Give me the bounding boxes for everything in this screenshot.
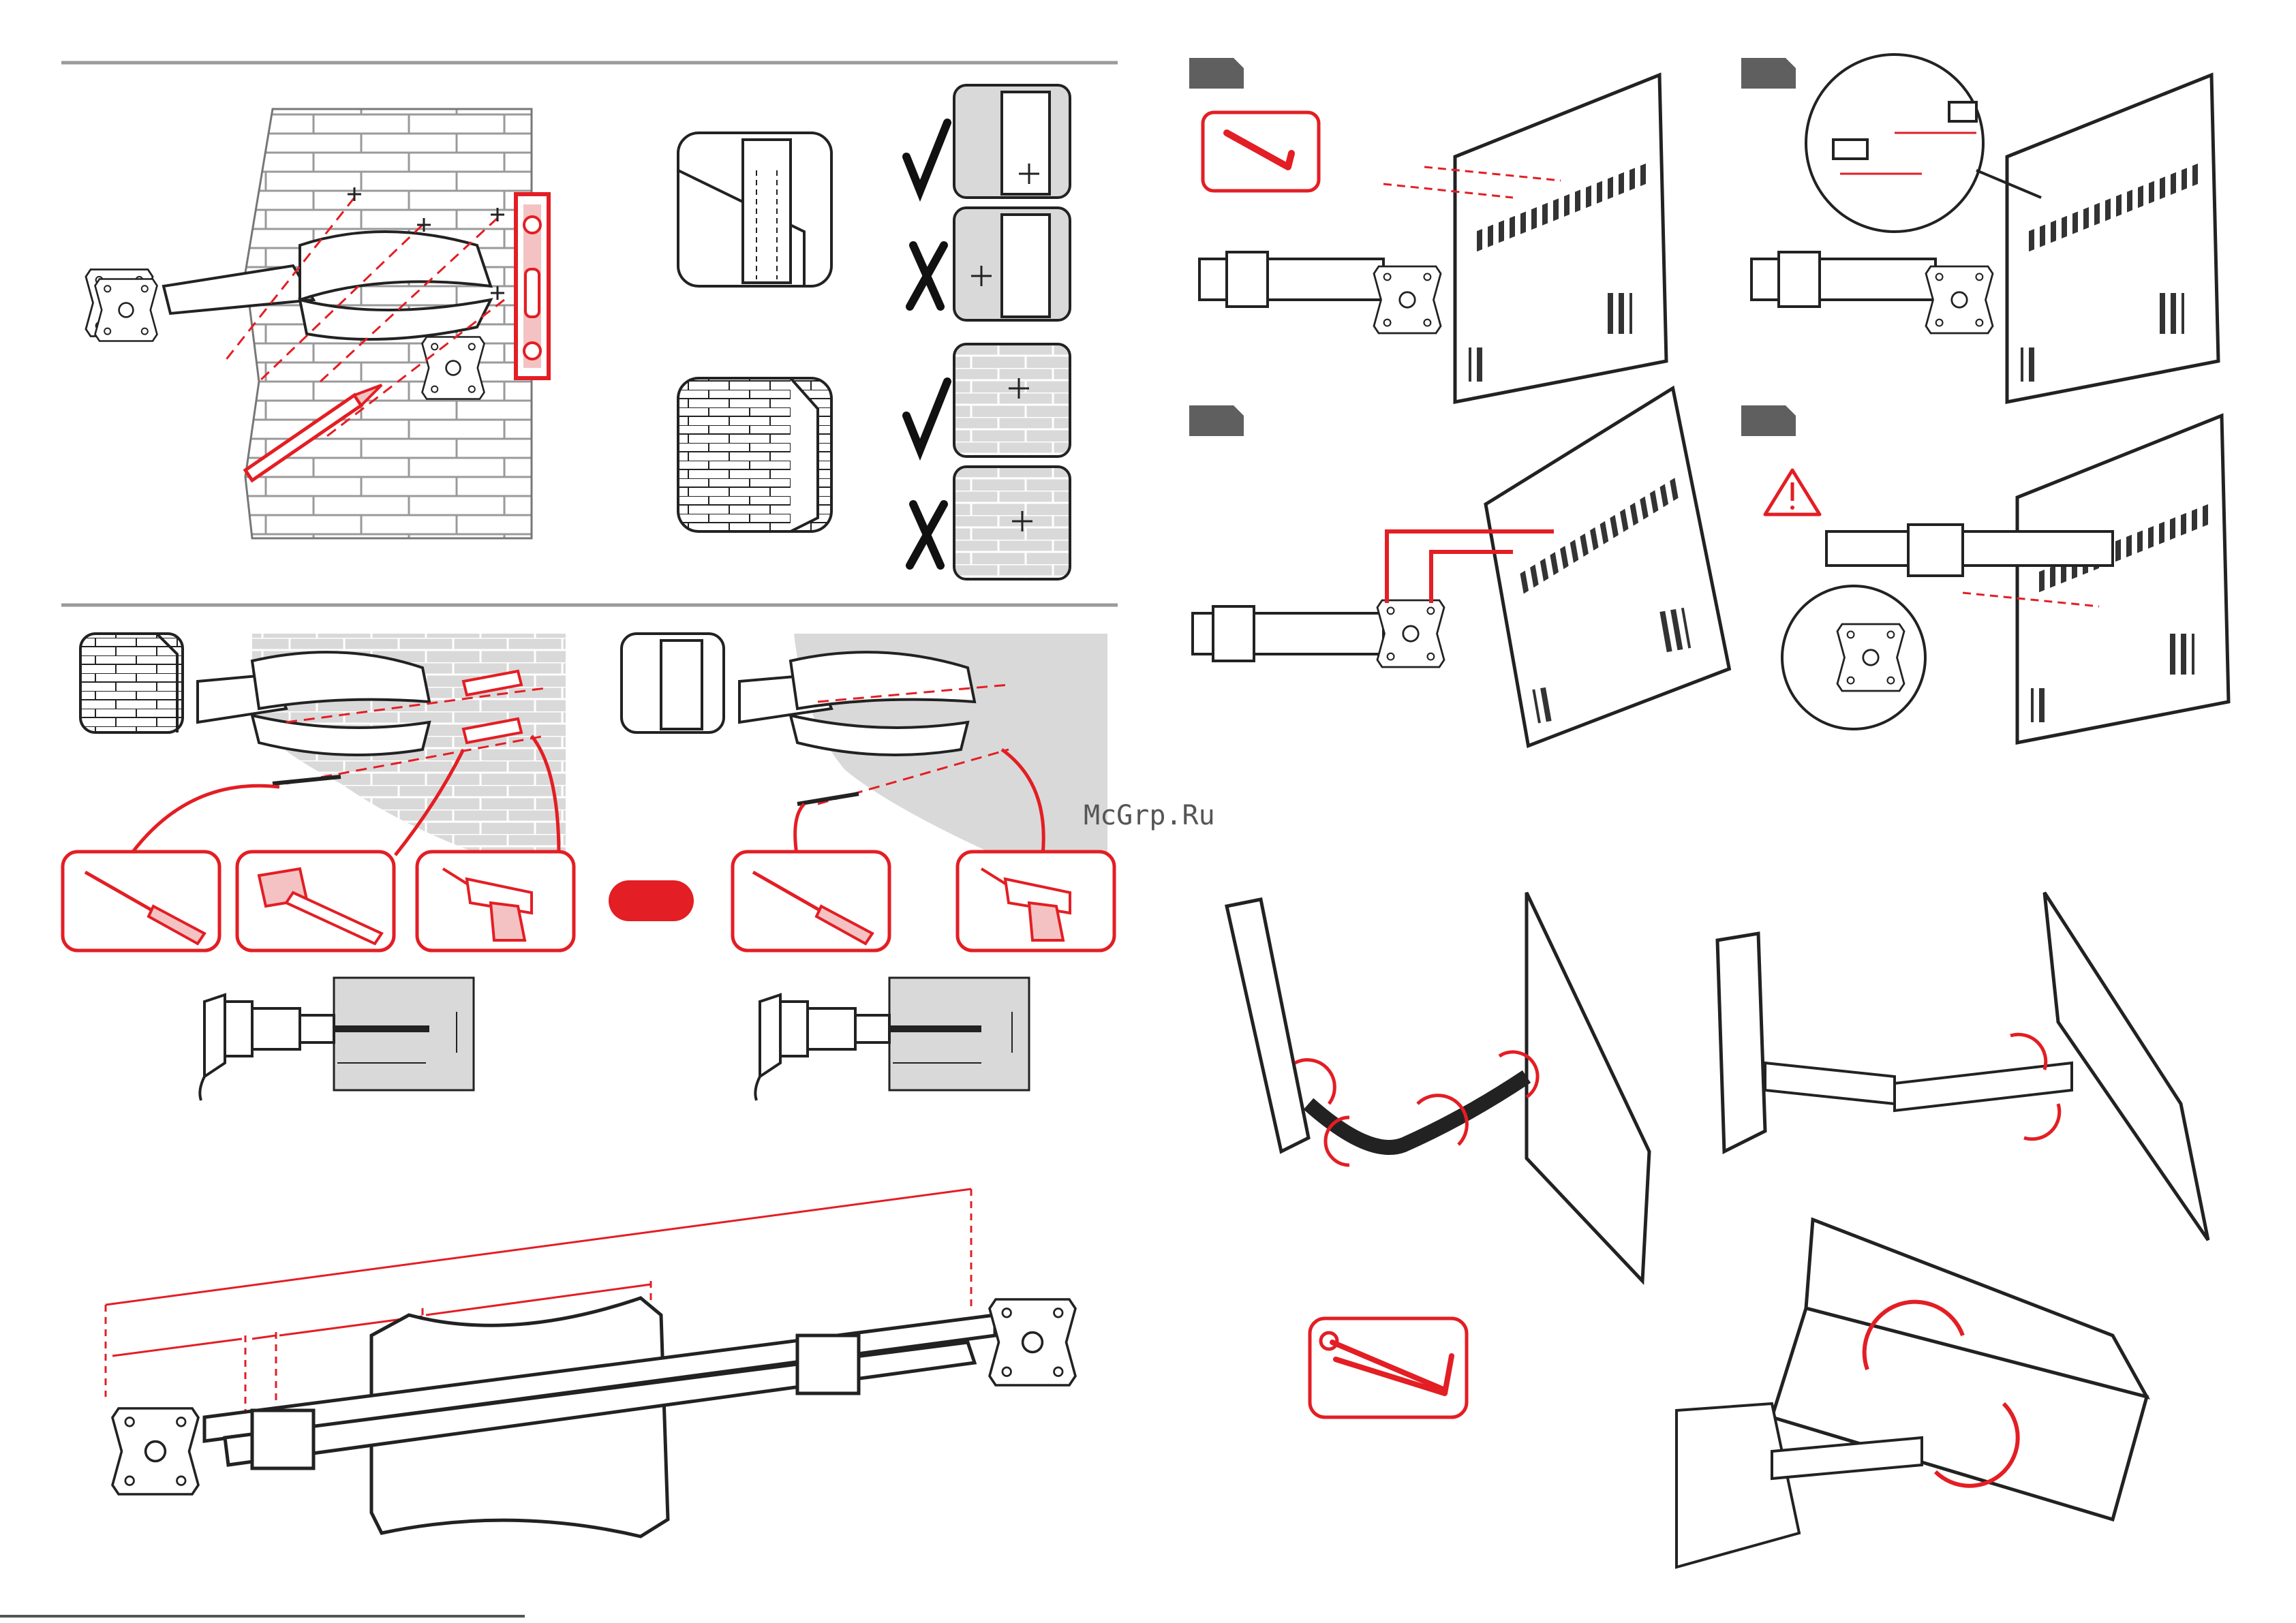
step-badge-2 (1741, 58, 1796, 89)
step-badge-1 (1189, 58, 1244, 89)
tool-box-screwdriver-2 (733, 852, 889, 950)
step-4-illustration (1765, 416, 2229, 743)
tool-box-hammer (237, 852, 394, 950)
tool-box-drill-2 (958, 852, 1114, 950)
check-mark-icon (906, 382, 947, 450)
adjust-rotation-illustration-1 (1227, 893, 1649, 1281)
brick-wall-install (80, 634, 566, 865)
step-2-illustration (1751, 55, 2218, 402)
drill-depth-diagram-2 (755, 978, 1029, 1100)
mount-dimension-drawing (106, 1189, 1075, 1536)
drill-depth-diagram-1 (200, 978, 474, 1100)
tool-box-wrench-allen (1310, 1318, 1467, 1417)
step-1-illustration (1199, 75, 1666, 402)
or-separator-pill (609, 880, 694, 921)
stud-wall-install (622, 634, 1107, 859)
step-badge-4 (1741, 405, 1796, 436)
adjust-rotation-illustration-3 (1677, 1220, 2147, 1567)
wall-marking-illustration (86, 109, 549, 538)
spirit-level (516, 194, 549, 378)
step-badge-3 (1189, 405, 1244, 436)
cross-mark-icon (910, 245, 944, 307)
watermark-text: McGrp.Ru (1084, 800, 1215, 831)
check-mark-icon (906, 123, 947, 191)
tool-box-screwdriver (63, 852, 219, 950)
wall-type-check-grid (678, 85, 1070, 579)
step-3-illustration (1193, 387, 1736, 746)
tool-box-drill (417, 852, 574, 950)
adjust-rotation-illustration-2 (1717, 893, 2208, 1240)
cross-mark-icon (910, 504, 944, 566)
